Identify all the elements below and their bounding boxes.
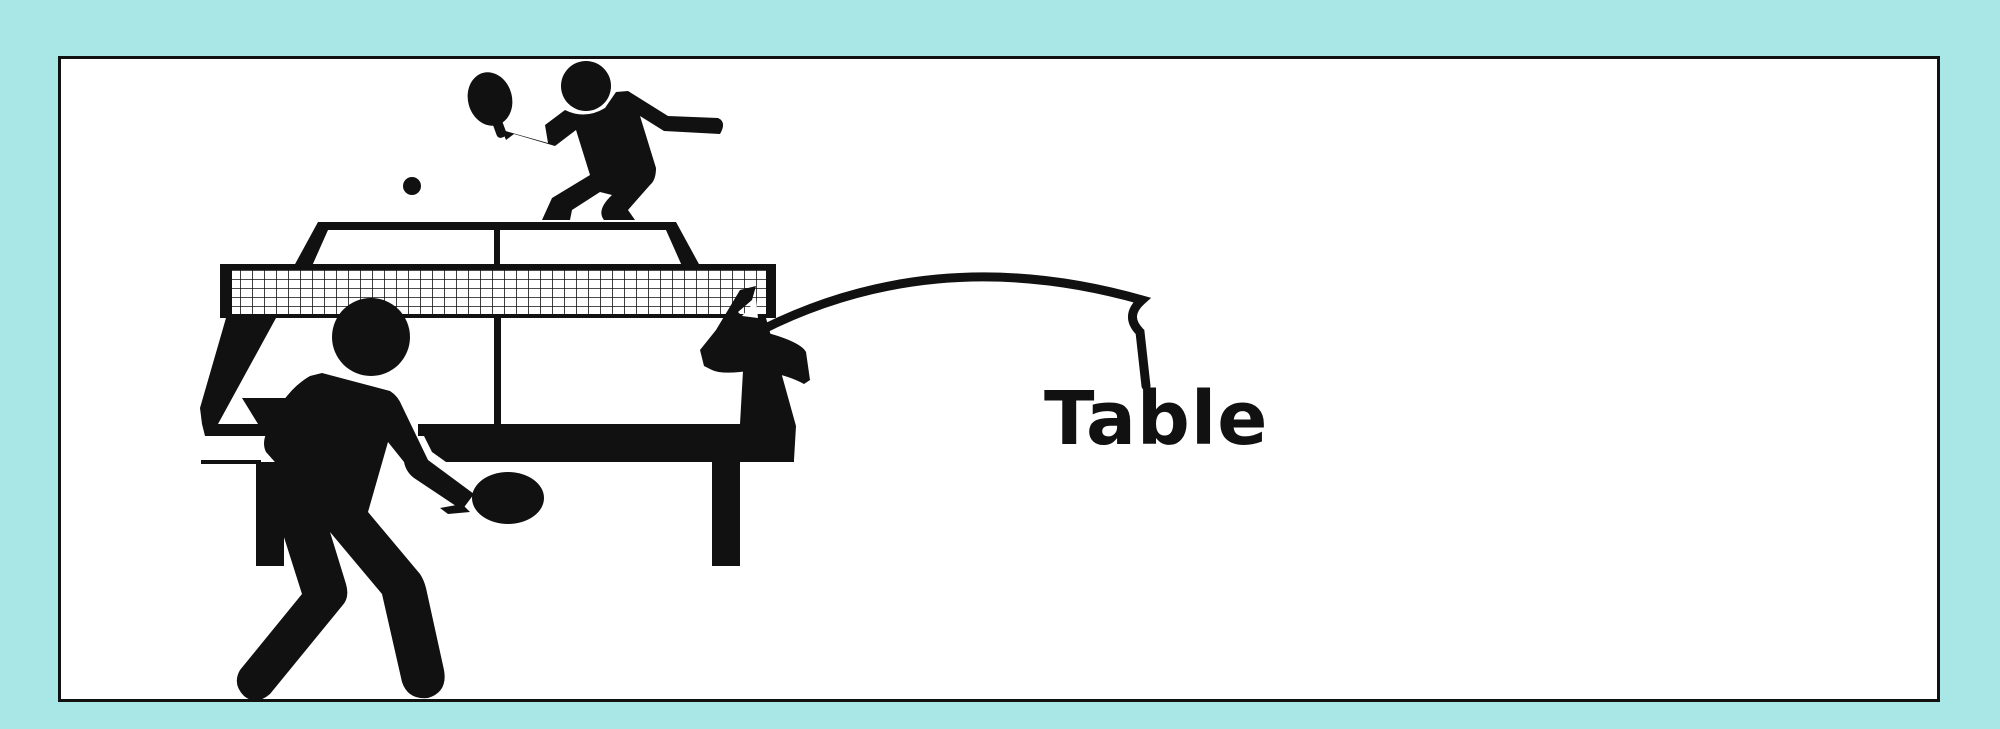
curved-arrow	[745, 272, 1152, 391]
table-right-leg	[712, 462, 740, 566]
far-player-paddle	[467, 72, 513, 126]
table-top-surface	[418, 424, 780, 436]
table-center-line-far	[494, 222, 500, 266]
near-player-figure	[236, 298, 544, 701]
curved-arrow-shadow	[752, 288, 1146, 386]
far-player-paddle-handle	[491, 116, 507, 138]
ball	[403, 177, 421, 195]
near-player-paddle-handle	[440, 504, 470, 514]
near-player-paddle	[472, 472, 544, 524]
near-player-head	[332, 298, 410, 376]
table-front-rim	[418, 424, 794, 462]
illustration-panel	[58, 56, 1940, 702]
table-far-edge	[294, 222, 700, 266]
table-label: Table	[1044, 376, 1269, 462]
far-player-body	[502, 91, 724, 220]
table-center-line-near	[494, 318, 501, 426]
far-player-figure	[467, 61, 724, 220]
far-player-head	[561, 61, 611, 111]
ping-pong-table	[200, 222, 796, 566]
near-player-body	[236, 373, 474, 701]
table-net-mesh	[232, 270, 766, 314]
table-left-rim	[201, 460, 261, 464]
table-near-left-edge	[200, 318, 302, 436]
